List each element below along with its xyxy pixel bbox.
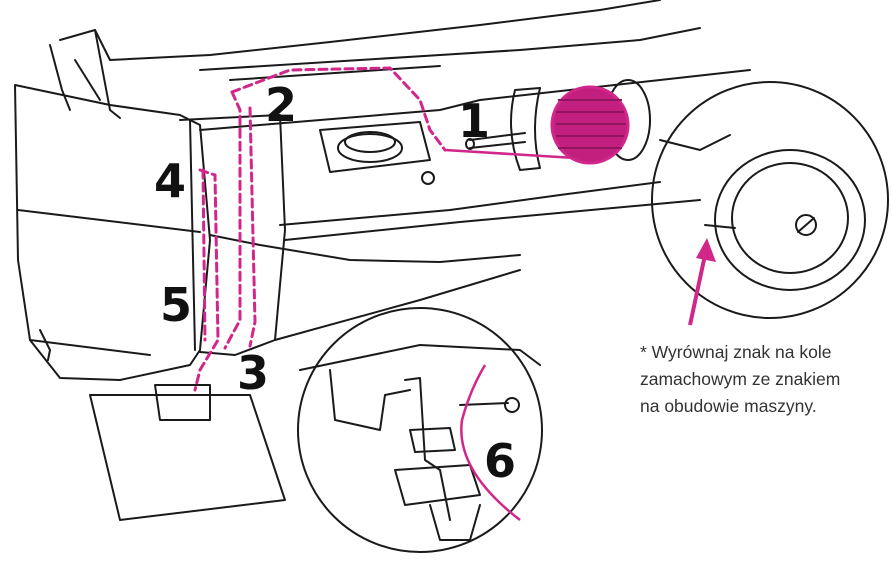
presser-foot (154, 384, 211, 421)
thread-path-upper (230, 66, 447, 152)
step-label-3: 3 (237, 346, 270, 400)
thread-path-left (223, 90, 242, 350)
presser-foot-callout (297, 307, 543, 553)
tension-dial (337, 133, 403, 163)
step-label-5: 5 (160, 278, 193, 332)
step-label-6: 6 (484, 434, 517, 488)
note-line-1: * Wyrównaj znak na kole (640, 342, 832, 362)
step-label-1: 1 (458, 94, 491, 148)
step-label-4: 4 (154, 154, 187, 208)
machine-top-outline (59, 0, 661, 61)
note-line-3: na obudowie maszyny. (640, 396, 817, 416)
step-label-2: 2 (265, 78, 298, 132)
handwheel-callout (651, 81, 889, 319)
alignment-arrow (688, 254, 707, 326)
thread-path-inner (248, 106, 257, 348)
machine-upper-edge (94, 29, 121, 119)
spool-pin (469, 132, 526, 141)
alignment-note: * Wyrównaj znak na kole zamachowym ze zn… (640, 339, 890, 420)
handwheel (714, 149, 866, 291)
thread-from-spool (444, 148, 576, 160)
top-cover-line (199, 27, 701, 71)
machine-head-outline (14, 84, 211, 381)
thread-to-needle (460, 364, 521, 521)
front-panel (179, 114, 286, 356)
thread-spool (550, 85, 630, 165)
upper-body (199, 69, 751, 131)
note-line-2: zamachowym ze znakiem (640, 369, 841, 389)
thread-path-lower (193, 168, 220, 392)
spool-rim-left (510, 87, 541, 171)
